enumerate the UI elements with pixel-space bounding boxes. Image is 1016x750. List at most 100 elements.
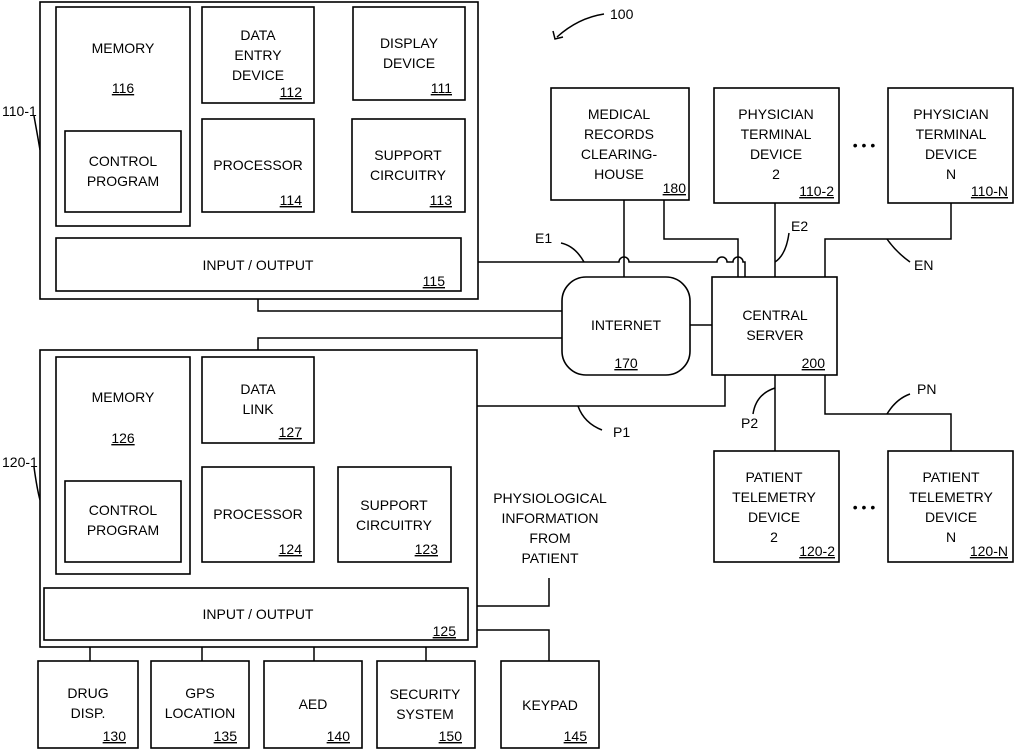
link-telemetry-internet bbox=[258, 338, 562, 350]
support-circuitry-113-line2: CIRCUITRY bbox=[370, 167, 447, 183]
leader-pn bbox=[887, 394, 910, 414]
drug-disp-line1: DRUG bbox=[67, 685, 108, 701]
medical-records-ref: 180 bbox=[663, 180, 687, 196]
support-circuitry-123-line1: SUPPORT bbox=[360, 497, 428, 513]
leader-p1 bbox=[578, 406, 602, 430]
patient-telemetry-n-line1: PATIENT bbox=[922, 469, 979, 485]
processor-124-label: PROCESSOR bbox=[213, 506, 302, 522]
memory-116-label: MEMORY bbox=[92, 40, 155, 56]
medical-records-line1: MEDICAL bbox=[588, 106, 650, 122]
link-keypad-io bbox=[468, 630, 549, 661]
drug-disp-line2: DISP. bbox=[71, 705, 106, 721]
physician-terminal-n-line3: DEVICE bbox=[925, 146, 977, 162]
leader-en bbox=[887, 239, 910, 262]
label-e2: E2 bbox=[791, 218, 808, 234]
display-device-line1: DISPLAY bbox=[380, 35, 439, 51]
physio-info-line2: INFORMATION bbox=[502, 510, 599, 526]
processor-114-label: PROCESSOR bbox=[213, 157, 302, 173]
ellipsis-top: • • • bbox=[853, 137, 876, 153]
data-link-ref: 127 bbox=[279, 424, 303, 440]
io-115-label: INPUT / OUTPUT bbox=[203, 257, 314, 273]
patient-telemetry-n-line4: N bbox=[946, 529, 956, 545]
display-device-ref: 111 bbox=[431, 80, 452, 96]
label-p2: P2 bbox=[741, 415, 758, 431]
security-system-line2: SYSTEM bbox=[396, 706, 454, 722]
leader-e1 bbox=[561, 243, 584, 262]
io-125-ref: 125 bbox=[433, 623, 457, 639]
memory-126-ref: 126 bbox=[111, 430, 135, 446]
gps-location-ref: 135 bbox=[214, 728, 238, 744]
physio-info-line4: PATIENT bbox=[521, 550, 578, 566]
control-program-1-line1: CONTROL bbox=[89, 153, 158, 169]
physician-terminal-2-line3: DEVICE bbox=[750, 146, 802, 162]
internet-ref: 170 bbox=[614, 355, 638, 371]
data-link-line1: DATA bbox=[240, 381, 276, 397]
ellipsis-bottom: • • • bbox=[853, 499, 876, 515]
terminal-110-1-label: 110-1 bbox=[2, 103, 37, 119]
data-link-line2: LINK bbox=[242, 401, 274, 417]
io-115-ref: 115 bbox=[423, 273, 446, 289]
display-device-line2: DEVICE bbox=[383, 55, 435, 71]
processor-124-ref: 124 bbox=[279, 541, 303, 557]
central-server-line2: SERVER bbox=[746, 327, 803, 343]
physio-info-line1: PHYSIOLOGICAL bbox=[493, 490, 607, 506]
physician-terminal-2-ref: 110-2 bbox=[799, 183, 834, 199]
leader-p2 bbox=[753, 388, 775, 414]
medical-records-line2: RECORDS bbox=[584, 126, 654, 142]
control-program-2-line2: PROGRAM bbox=[87, 522, 159, 538]
leader-110-1 bbox=[34, 116, 40, 150]
label-e1: E1 bbox=[535, 230, 552, 246]
link-physio-io bbox=[468, 578, 549, 606]
patient-telemetry-2-line1: PATIENT bbox=[745, 469, 802, 485]
label-pn: PN bbox=[917, 381, 936, 397]
patient-telemetry-n-line3: DEVICE bbox=[925, 509, 977, 525]
medical-records-line4: HOUSE bbox=[594, 166, 644, 182]
physician-terminal-2-line2: TERMINAL bbox=[741, 126, 812, 142]
physician-terminal-n-line4: N bbox=[946, 166, 956, 182]
io-125-label: INPUT / OUTPUT bbox=[203, 606, 314, 622]
internet-label: INTERNET bbox=[591, 317, 661, 333]
aed-ref: 140 bbox=[327, 728, 351, 744]
physio-info-line3: FROM bbox=[529, 530, 570, 546]
aed-label: AED bbox=[299, 696, 328, 712]
control-program-2-line1: CONTROL bbox=[89, 502, 158, 518]
support-circuitry-123-line2: CIRCUITRY bbox=[356, 517, 433, 533]
label-en: EN bbox=[914, 257, 933, 273]
patient-telemetry-n-ref: 120-N bbox=[970, 543, 1008, 559]
physician-terminal-2-line4: 2 bbox=[772, 166, 780, 182]
leader-100 bbox=[557, 14, 604, 37]
patient-telemetry-n-line2: TELEMETRY bbox=[909, 489, 993, 505]
data-entry-device-ref: 112 bbox=[280, 84, 303, 100]
leader-e2 bbox=[775, 233, 789, 262]
gps-location-line2: LOCATION bbox=[165, 705, 236, 721]
figure-ref-100: 100 bbox=[610, 6, 634, 22]
leader-120-1 bbox=[34, 467, 40, 500]
label-p1: P1 bbox=[613, 424, 630, 440]
data-entry-device-line2: ENTRY bbox=[234, 47, 282, 63]
keypad-ref: 145 bbox=[564, 728, 588, 744]
physician-terminal-2-line1: PHYSICIAN bbox=[738, 106, 813, 122]
physician-terminal-n-line1: PHYSICIAN bbox=[913, 106, 988, 122]
security-system-ref: 150 bbox=[439, 728, 463, 744]
support-circuitry-113-line1: SUPPORT bbox=[374, 147, 442, 163]
control-program-1-line2: PROGRAM bbox=[87, 173, 159, 189]
medical-records-line3: CLEARING- bbox=[581, 146, 658, 162]
control-program-1-box bbox=[65, 131, 181, 212]
link-e1 bbox=[461, 257, 745, 277]
drug-disp-ref: 130 bbox=[103, 728, 127, 744]
data-entry-device-line1: DATA bbox=[240, 27, 276, 43]
patient-telemetry-2-line4: 2 bbox=[770, 529, 778, 545]
link-medical-records-server bbox=[664, 200, 738, 277]
support-circuitry-123-ref: 123 bbox=[415, 541, 439, 557]
patient-telemetry-2-line2: TELEMETRY bbox=[732, 489, 816, 505]
central-server-line1: CENTRAL bbox=[742, 307, 808, 323]
central-server-ref: 200 bbox=[802, 355, 826, 371]
data-entry-device-line3: DEVICE bbox=[232, 67, 284, 83]
physician-terminal-n-ref: 110-N bbox=[971, 183, 1008, 199]
gps-location-line1: GPS bbox=[185, 685, 215, 701]
patient-telemetry-2-line3: DEVICE bbox=[748, 509, 800, 525]
support-circuitry-113-ref: 113 bbox=[430, 192, 453, 208]
processor-114-ref: 114 bbox=[280, 192, 303, 208]
keypad-label: KEYPAD bbox=[522, 697, 578, 713]
